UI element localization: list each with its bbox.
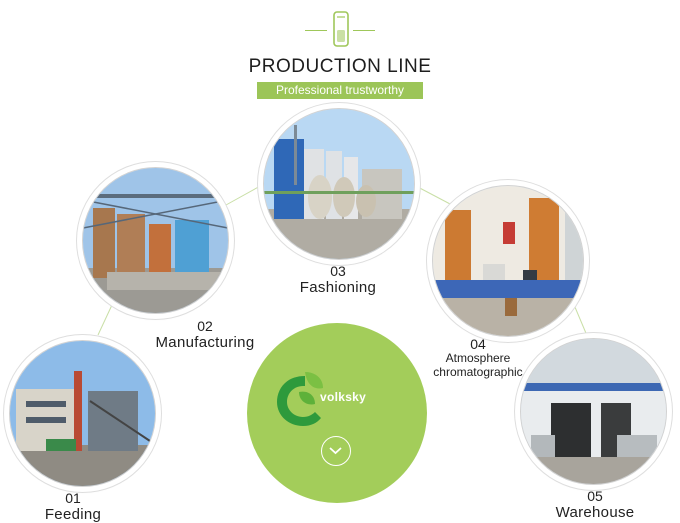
step-02-label: 02 Manufacturing [140,318,270,351]
chevron-down-icon [329,447,342,455]
step-title: Manufacturing [155,334,255,352]
step-01-label: 01 Feeding [28,490,118,523]
step-title-line1: Atmosphere [445,351,511,366]
step-number: 05 [587,488,603,504]
feeding-plant-image [10,341,155,486]
factory-towers-image [264,109,414,259]
photo-fashioning [263,108,415,260]
step-03-label: 03 Fashioning [288,263,388,296]
photo-feeding [9,340,156,487]
step-title: Warehouse [555,504,635,522]
photo-manufacturing [82,167,229,314]
step-number: 04 [470,336,486,352]
step-title-line2: chromatographic [433,364,523,379]
brand-name: volksky [320,390,367,404]
step-number: 02 [197,318,213,334]
scroll-down-button[interactable] [321,436,351,466]
tagline-badge: Professional trustworthy [257,82,423,99]
step-05-label: 05 Warehouse [550,488,640,521]
step-title: Feeding [44,506,102,523]
step-number: 01 [65,490,81,506]
photo-warehouse [520,338,667,485]
header-divider-right [353,30,375,31]
step-number: 03 [330,263,346,279]
step-04-label: 04 Atmosphere chromatographic [418,336,538,380]
page-title: PRODUCTION LINE [248,56,432,77]
laboratory-image [433,186,583,336]
brand-circle [247,323,427,503]
storage-tanks-image [83,168,228,313]
warehouse-image [521,339,666,484]
photo-chromatographic [432,185,584,337]
header-divider-left [305,30,327,31]
leaf-logo-icon [277,372,323,426]
step-title: Fashioning [299,279,377,297]
bottle-icon [333,11,349,47]
